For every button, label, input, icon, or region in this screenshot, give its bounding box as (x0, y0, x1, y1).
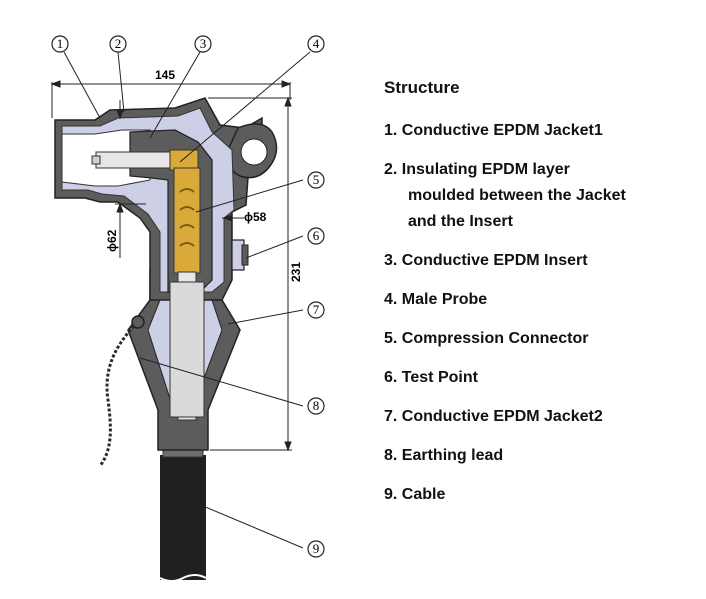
legend-number: 2. (384, 161, 398, 178)
cable-break (159, 574, 207, 582)
legend-text: Test Point (401, 369, 478, 386)
callout-5-label: 5 (313, 172, 320, 187)
callout-7-label: 7 (313, 302, 320, 317)
dimension-left-diameter (115, 202, 146, 258)
legend-item: 2. Insulating EPDM layer moulded between… (384, 157, 704, 235)
legend-text: Insulating EPDM layer (401, 161, 570, 178)
legend-item: 9. Cable (384, 482, 704, 508)
structure-legend: Structure 1. Conductive EPDM Jacket1 2. … (384, 78, 704, 521)
legend-title: Structure (384, 78, 460, 97)
legend-number: 6. (384, 369, 398, 386)
dimension-height (208, 96, 292, 452)
callout-5: 5 (307, 171, 325, 189)
legend-number: 7. (384, 408, 398, 425)
legend-text: Conductive EPDM Jacket1 (401, 122, 603, 139)
legend-item: 8. Earthing lead (384, 443, 704, 469)
callout-9-label: 9 (313, 541, 320, 556)
earthing-eye (131, 315, 145, 329)
legend-number: 5. (384, 330, 398, 347)
callout-4-label: 4 (313, 36, 320, 51)
callout-2: 2 (109, 35, 127, 53)
earthing-lead (98, 324, 136, 467)
callout-7: 7 (307, 301, 325, 319)
legend-text: Earthing lead (401, 447, 504, 464)
callout-3: 3 (194, 35, 212, 53)
dimension-right-diameter (222, 214, 244, 222)
callout-3-label: 3 (200, 36, 207, 51)
legend-number: 8. (384, 447, 398, 464)
callout-1-label: 1 (57, 36, 64, 51)
legend-text: Conductive EPDM Insert (401, 252, 588, 269)
callout-4: 4 (307, 35, 325, 53)
callout-9: 9 (307, 540, 325, 558)
legend-item: 7. Conductive EPDM Jacket2 (384, 404, 704, 430)
legend-text-continued: and the Insert (408, 213, 513, 230)
legend-item: 5. Compression Connector (384, 326, 704, 352)
callout-leaders (63, 51, 311, 549)
test-point-cap (241, 244, 249, 266)
legend-list: 1. Conductive EPDM Jacket1 2. Insulating… (384, 118, 704, 508)
probe-thread (169, 149, 199, 171)
legend-number: 4. (384, 291, 398, 308)
legend-number: 1. (384, 122, 398, 139)
legend-text: Male Probe (401, 291, 488, 308)
connector-crimps (179, 188, 195, 247)
legend-text-continued: moulded between the Jacket (408, 187, 626, 204)
bail-hole (240, 138, 268, 166)
callout-8-label: 8 (313, 398, 320, 413)
legend-item: 4. Male Probe (384, 287, 704, 313)
male-probe (95, 151, 179, 169)
dimension-right-diameter-label: ϕ58 (244, 210, 267, 224)
cable (160, 455, 206, 580)
callout-1: 1 (51, 35, 69, 53)
cable-insulation (169, 281, 205, 418)
legend-number: 3. (384, 252, 398, 269)
legend-item: 3. Conductive EPDM Insert (384, 248, 704, 274)
dimension-width-label: 145 (155, 68, 175, 82)
legend-text: Cable (401, 486, 446, 503)
legend-item: 6. Test Point (384, 365, 704, 391)
legend-text: Conductive EPDM Jacket2 (401, 408, 603, 425)
probe-tip (91, 155, 101, 165)
legend-item: 1. Conductive EPDM Jacket1 (384, 118, 704, 144)
dimension-height-label: 231 (289, 262, 303, 282)
dimension-width (50, 80, 292, 118)
legend-text: Compression Connector (401, 330, 589, 347)
legend-number: 9. (384, 486, 398, 503)
callout-2-label: 2 (115, 36, 122, 51)
top-thickness-arrow (116, 100, 124, 120)
callout-8: 8 (307, 397, 325, 415)
callout-6-label: 6 (313, 228, 320, 243)
dimension-left-diameter-label: ϕ62 (105, 229, 119, 252)
compression-connector (173, 167, 201, 274)
callout-6: 6 (307, 227, 325, 245)
